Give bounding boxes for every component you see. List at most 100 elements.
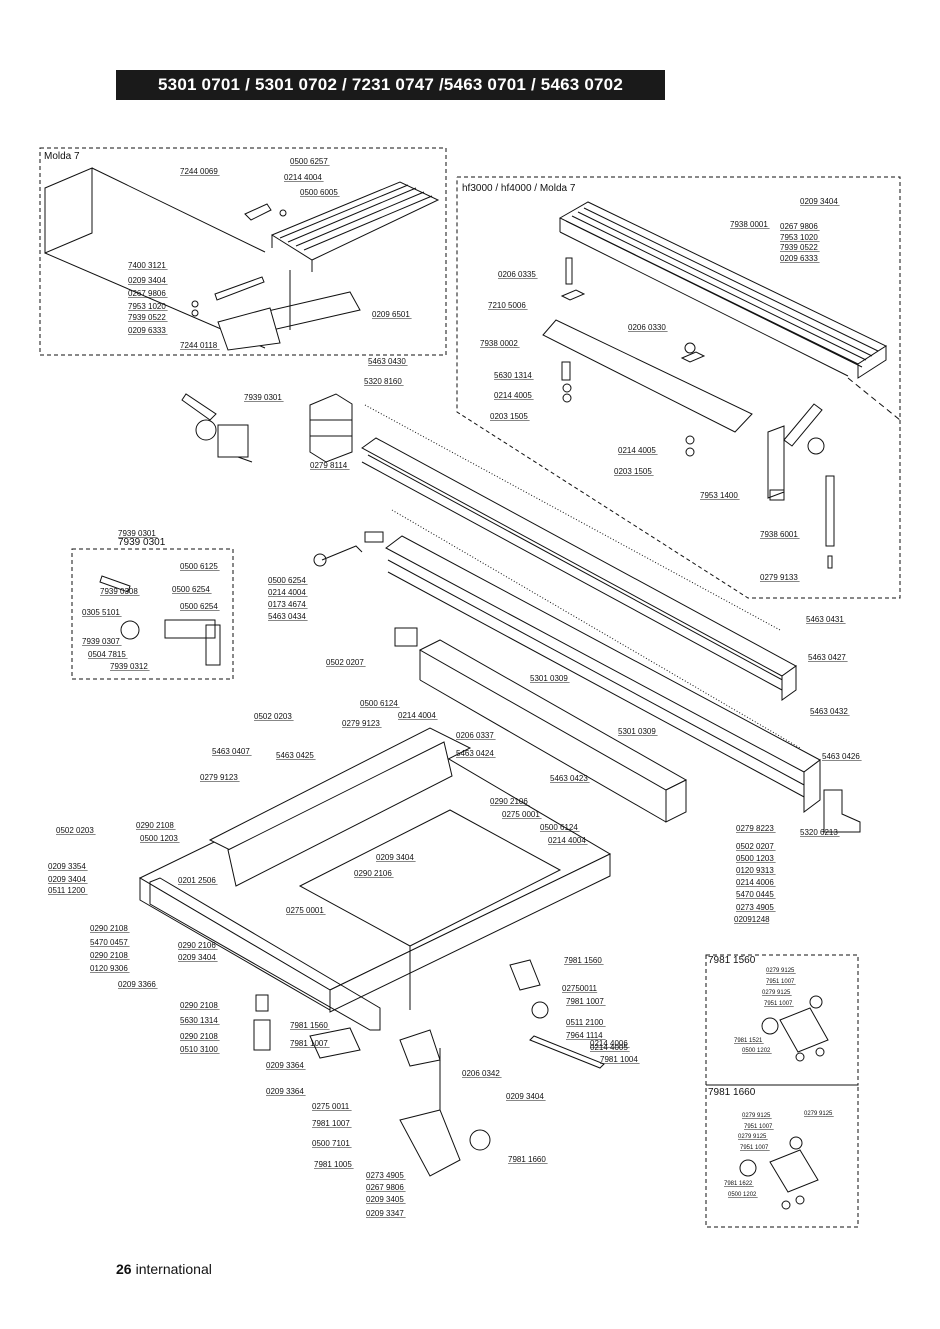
part-number-label: 7938 6001 xyxy=(760,530,798,539)
part-number-label: 0206 0342 xyxy=(462,1069,500,1078)
part-number-label: 5470 0445 xyxy=(736,890,774,899)
part-number-label: 0209 3404 xyxy=(48,875,86,884)
part-number-label: 7939 0307 xyxy=(82,637,120,646)
part-number-label: 7244 0069 xyxy=(180,167,218,176)
group-label-w1660: 7981 1660 xyxy=(708,1087,756,1098)
part-number-label: 0500 1203 xyxy=(140,834,178,843)
part-number-label: 0209 3404 xyxy=(178,953,216,962)
group-label-lock: 7939 0301 xyxy=(118,537,166,548)
wheel-1660-drawing xyxy=(739,1136,819,1210)
part-number-label: 7939 0522 xyxy=(780,243,818,252)
part-number-label: 0290 2108 xyxy=(90,951,128,960)
part-number-label: 7938 0001 xyxy=(730,220,768,229)
part-number-label: 7400 3121 xyxy=(128,261,166,270)
detail-part-number-label: 0279 9125 xyxy=(738,1134,767,1140)
part-number-label: 0279 8223 xyxy=(736,824,774,833)
part-number-label: 0209 3404 xyxy=(128,276,166,285)
group-label-w1560: 7981 1560 xyxy=(708,955,756,966)
group-label-hf: hf3000 / hf4000 / Molda 7 xyxy=(462,183,576,194)
part-number-label: 5463 0427 xyxy=(808,653,846,662)
part-number-label: 0120 9306 xyxy=(90,964,128,973)
detail-part-number-label: 7951 1007 xyxy=(764,1001,793,1007)
part-number-label: 7939 0312 xyxy=(110,662,148,671)
part-number-label: 0209 3405 xyxy=(366,1195,404,1204)
part-number-label: 5463 0425 xyxy=(276,751,314,760)
part-number-label: 0279 8114 xyxy=(310,461,348,470)
part-number-label: 0511 1200 xyxy=(48,886,86,895)
part-number-label: 0201 2506 xyxy=(178,876,216,885)
part-number-label: 7953 1020 xyxy=(780,233,818,242)
part-number-label: 0209 3366 xyxy=(118,980,156,989)
part-number-label: 0214 4004 xyxy=(548,836,586,845)
part-number-label: 0120 9313 xyxy=(736,866,774,875)
part-number-label: 0203 1505 xyxy=(490,412,528,421)
detail-part-number-label: 7981 1622 xyxy=(724,1181,753,1187)
part-number-label: 0214 4005 xyxy=(618,446,656,455)
part-number-label: 0206 0335 xyxy=(498,270,536,279)
molda-group-box xyxy=(39,147,447,356)
part-number-label: 0209 3364 xyxy=(266,1087,304,1096)
part-number-label: 7939 0308 xyxy=(100,587,138,596)
part-number-label: 0209 6333 xyxy=(780,254,818,263)
part-number-label: 0500 6124 xyxy=(540,823,578,832)
part-number-label: 0279 9123 xyxy=(200,773,238,782)
part-number-label: 5301 0309 xyxy=(530,674,568,683)
part-number-label: 0290 2108 xyxy=(180,1032,218,1041)
part-number-label: 0305 5101 xyxy=(82,608,120,617)
part-number-label: 7981 1560 xyxy=(290,1021,328,1030)
part-number-label: 0209 3404 xyxy=(800,197,838,206)
part-number-label: 0214 4006 xyxy=(736,878,774,887)
part-number-label: 5630 1314 xyxy=(180,1016,218,1025)
part-number-label: 0214 4004 xyxy=(284,173,322,182)
detail-part-number-label: 0500 1202 xyxy=(728,1192,757,1198)
part-number-label: 0500 6254 xyxy=(268,576,306,585)
part-number-label: 0500 6254 xyxy=(172,585,210,594)
part-number-label: 0510 3100 xyxy=(180,1045,218,1054)
part-number-label: 0209 3354 xyxy=(48,862,86,871)
part-number-label: 0275 0001 xyxy=(502,810,540,819)
part-number-label: 0502 0203 xyxy=(56,826,94,835)
part-number-label: 7964 1114 xyxy=(566,1031,603,1040)
part-number-label: 5463 0431 xyxy=(806,615,844,624)
part-number-label: 0502 0207 xyxy=(736,842,774,851)
part-number-label: 7981 1004 xyxy=(600,1055,638,1064)
part-number-label: 7953 1400 xyxy=(700,491,738,500)
part-number-label: 02091248 xyxy=(734,915,770,924)
part-number-label: 0500 7101 xyxy=(312,1139,350,1148)
part-number-label: 0502 0207 xyxy=(326,658,364,667)
part-number-label: 0275 0001 xyxy=(286,906,324,915)
detail-part-number-label: 7951 1007 xyxy=(740,1145,769,1151)
part-number-label: 7938 0002 xyxy=(480,339,518,348)
detail-part-number-label: 0279 9125 xyxy=(742,1113,771,1119)
part-number-label: 0290 2106 xyxy=(178,941,216,950)
part-number-label: 0267 9806 xyxy=(128,289,166,298)
detail-part-number-label: 0279 9125 xyxy=(804,1111,833,1117)
part-number-label: 0209 3347 xyxy=(366,1209,404,1218)
part-number-label: 0279 9123 xyxy=(342,719,380,728)
part-number-label: 0209 6333 xyxy=(128,326,166,335)
part-number-label: 0267 9806 xyxy=(780,222,818,231)
part-number-label: 0500 6257 xyxy=(290,157,328,166)
detail-part-number-label: 0279 9125 xyxy=(762,990,791,996)
part-number-label: 0206 0337 xyxy=(456,731,494,740)
part-number-label: 7981 1660 xyxy=(508,1155,546,1164)
part-number-label: 5320 8160 xyxy=(364,377,402,386)
part-number-label: 0214 4005 xyxy=(494,391,532,400)
detail-part-number-label: 7951 1007 xyxy=(744,1124,773,1130)
part-number-label: 5463 0426 xyxy=(822,752,860,761)
part-number-label: 0273 4905 xyxy=(366,1171,404,1180)
page-number: 26 xyxy=(116,1261,132,1277)
part-number-label: 0279 9133 xyxy=(760,573,798,582)
part-number-label: 7939 0301 xyxy=(244,393,282,402)
part-number-label: 7981 1007 xyxy=(312,1119,350,1128)
part-number-label: 7981 1007 xyxy=(290,1039,328,1048)
detail-part-number-label: 0500 1202 xyxy=(742,1048,771,1054)
wheel-1560-drawing xyxy=(761,995,829,1062)
part-number-label: 0214 4006 xyxy=(590,1039,628,1048)
table-frame-drawing xyxy=(138,727,612,1177)
part-number-label: 5463 0430 xyxy=(368,357,406,366)
part-number-label: 0214 4004 xyxy=(268,588,306,597)
part-number-label: 0504 7815 xyxy=(88,650,126,659)
page-title: 5301 0701 / 5301 0702 / 7231 0747 /5463 … xyxy=(116,70,665,100)
part-number-label: 5470 0457 xyxy=(90,938,128,947)
